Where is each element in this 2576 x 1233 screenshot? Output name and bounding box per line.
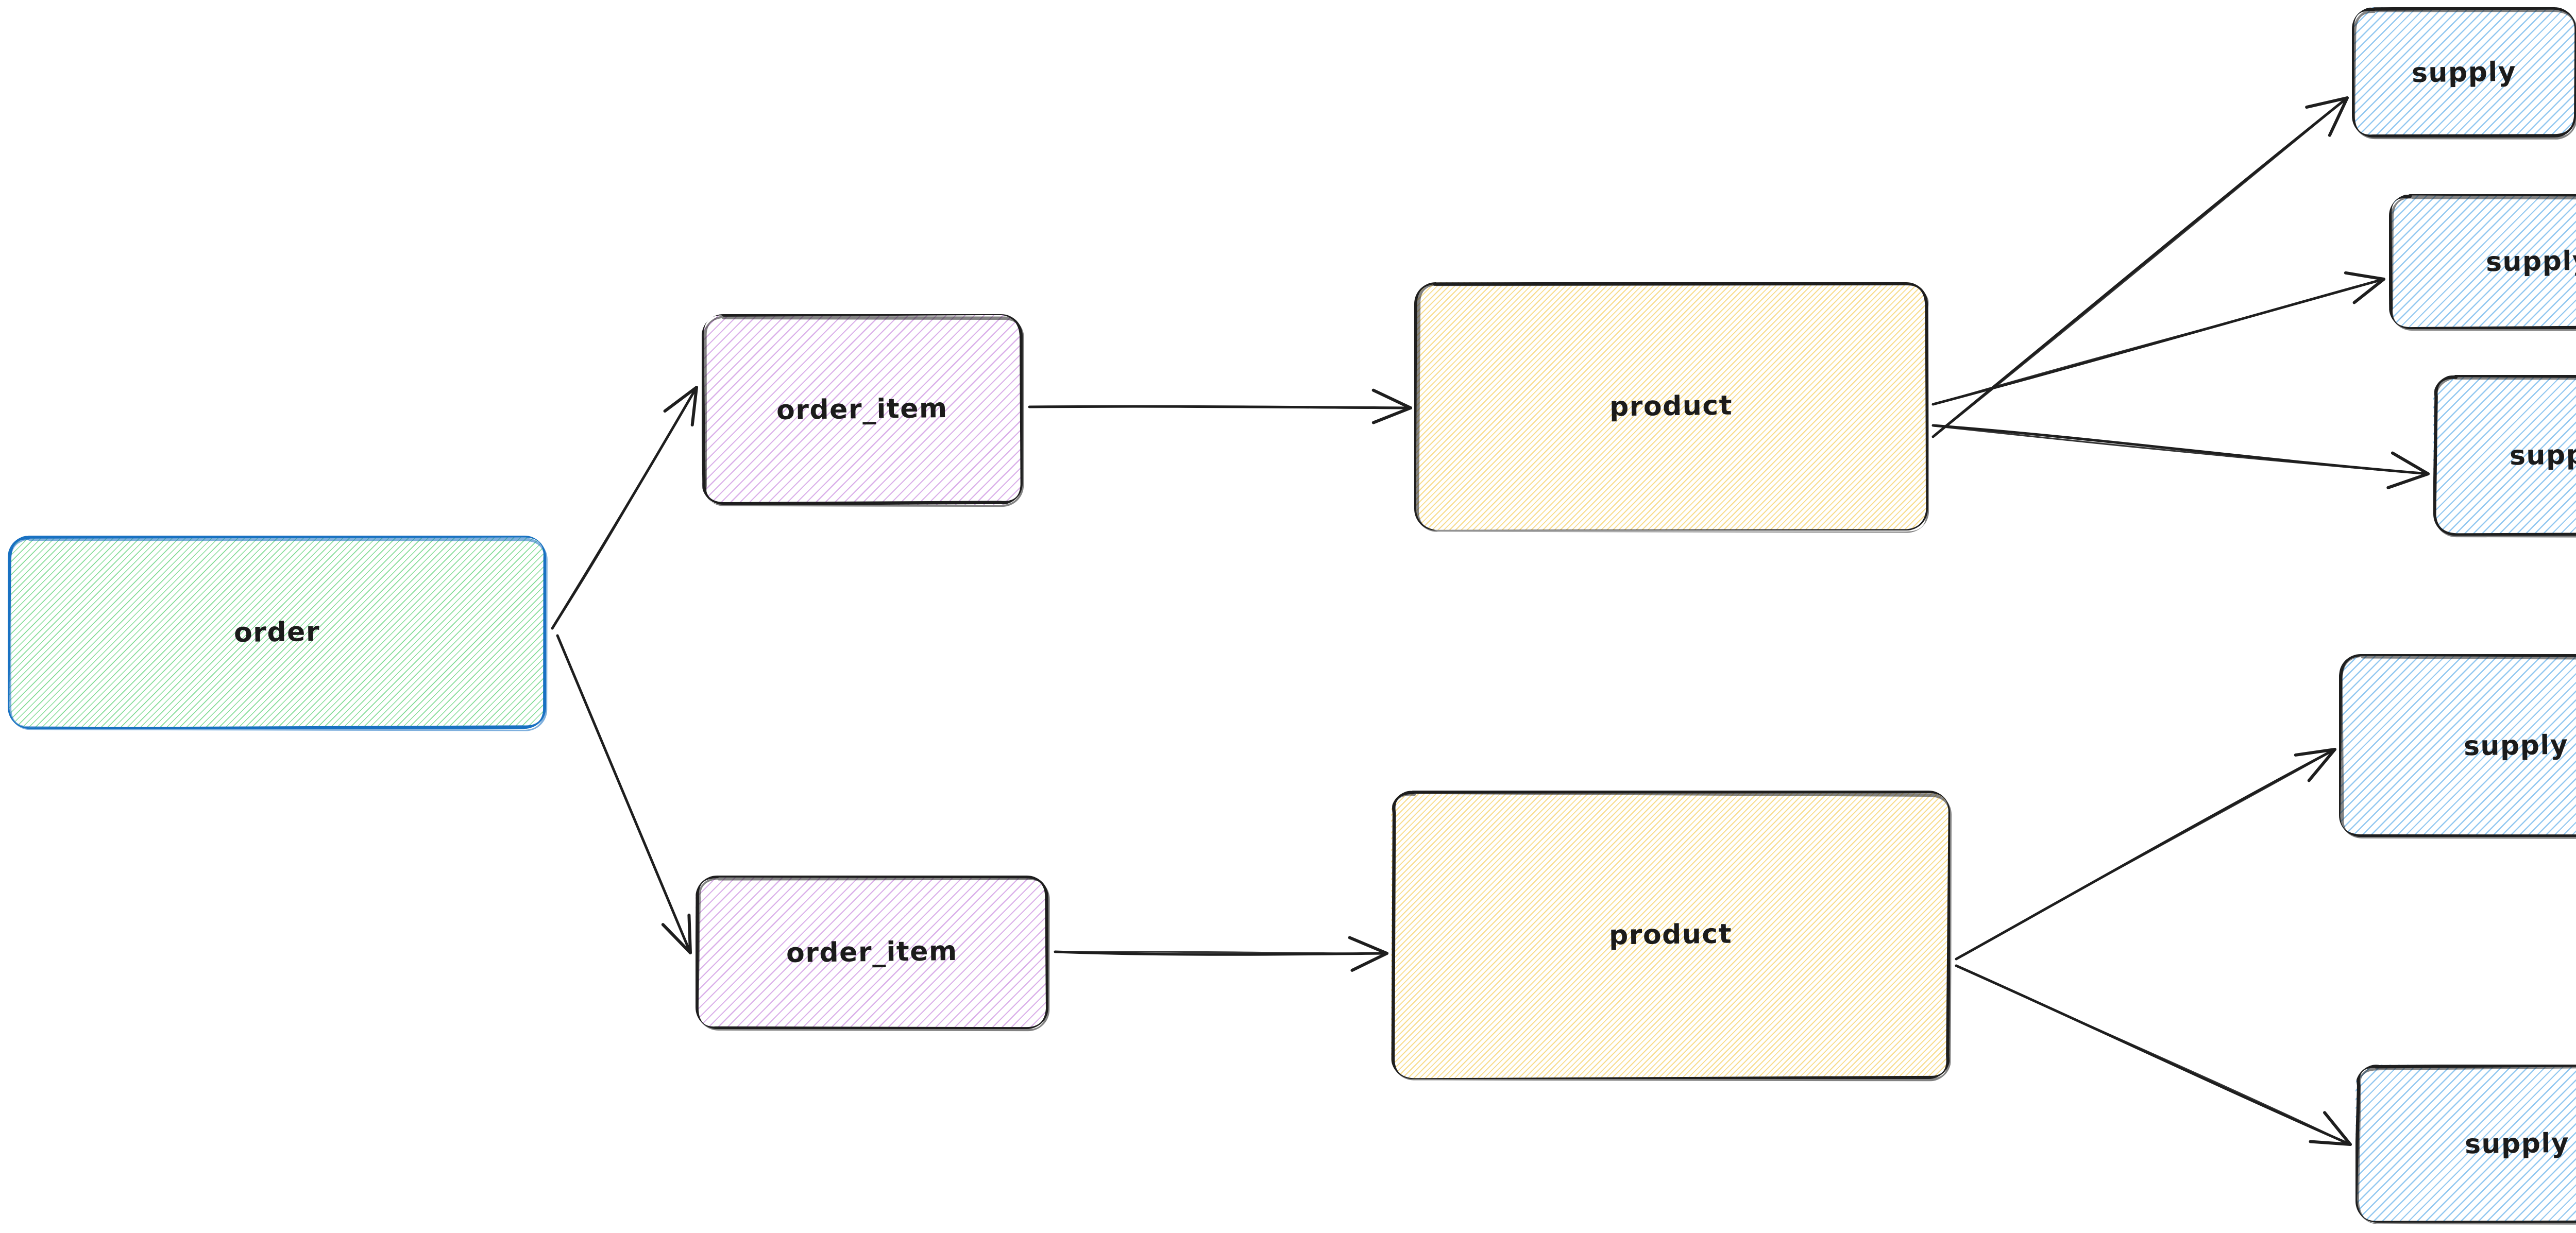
arrow-head <box>690 386 698 427</box>
arrow-head <box>1348 936 1388 955</box>
node-label: supply <box>2411 56 2517 89</box>
node-supply_5[interactable]: supply <box>2355 1065 2576 1223</box>
node-product_2[interactable]: product <box>1391 791 1950 1079</box>
node-label: supply <box>2486 245 2576 278</box>
node-label: order_item <box>786 935 958 969</box>
edge-product_1-to-supply_1[interactable] <box>1931 96 2349 438</box>
node-label: supply <box>2510 439 2576 472</box>
arrow-head <box>2307 748 2336 782</box>
node-supply_4[interactable]: supply <box>2339 654 2576 837</box>
arrow-head <box>1371 406 1412 424</box>
node-order_item_1[interactable]: order_item <box>702 314 1023 505</box>
node-supply_3[interactable]: supply <box>2433 375 2576 536</box>
edge-order-to-order_item_2[interactable] <box>556 634 692 954</box>
node-label: supply <box>2465 1127 2570 1160</box>
node-label: product <box>1608 918 1733 951</box>
arrow-head <box>2386 472 2430 489</box>
node-order_item_2[interactable]: order_item <box>696 876 1048 1029</box>
arrow-head <box>687 913 692 954</box>
node-supply_2[interactable]: supply <box>2389 194 2576 329</box>
arrow-head <box>2323 1111 2352 1146</box>
arrow-head <box>2309 1140 2352 1146</box>
arrow-head <box>2344 271 2385 281</box>
node-label: order_item <box>776 392 948 426</box>
node-label: product <box>1609 390 1733 423</box>
edge-product_2-to-supply_4[interactable] <box>1955 748 2336 961</box>
node-label: order <box>233 616 320 648</box>
arrow-head <box>2391 451 2430 475</box>
edge-order_item_1-to-product_1[interactable] <box>1028 388 1412 424</box>
arrow-head <box>1371 388 1412 409</box>
node-product_1[interactable]: product <box>1414 282 1928 530</box>
edge-order-to-order_item_1[interactable] <box>551 386 698 630</box>
arrow-head <box>661 923 692 954</box>
arrow-head <box>2352 278 2385 304</box>
arrow-head <box>2328 96 2349 137</box>
node-supply_1[interactable]: supply <box>2352 7 2576 138</box>
edge-order_item_2-to-product_2[interactable] <box>1054 936 1388 972</box>
arrow-head <box>2294 748 2336 757</box>
arrow-head <box>663 386 698 413</box>
node-order[interactable]: order <box>8 536 546 729</box>
edge-product_1-to-supply_2[interactable] <box>1931 271 2385 406</box>
edge-product_1-to-supply_3[interactable] <box>1931 424 2430 489</box>
arrow-head <box>2305 96 2349 109</box>
edge-product_2-to-supply_5[interactable] <box>1955 964 2352 1146</box>
arrow-head <box>1350 952 1388 972</box>
node-label: supply <box>2464 729 2569 762</box>
